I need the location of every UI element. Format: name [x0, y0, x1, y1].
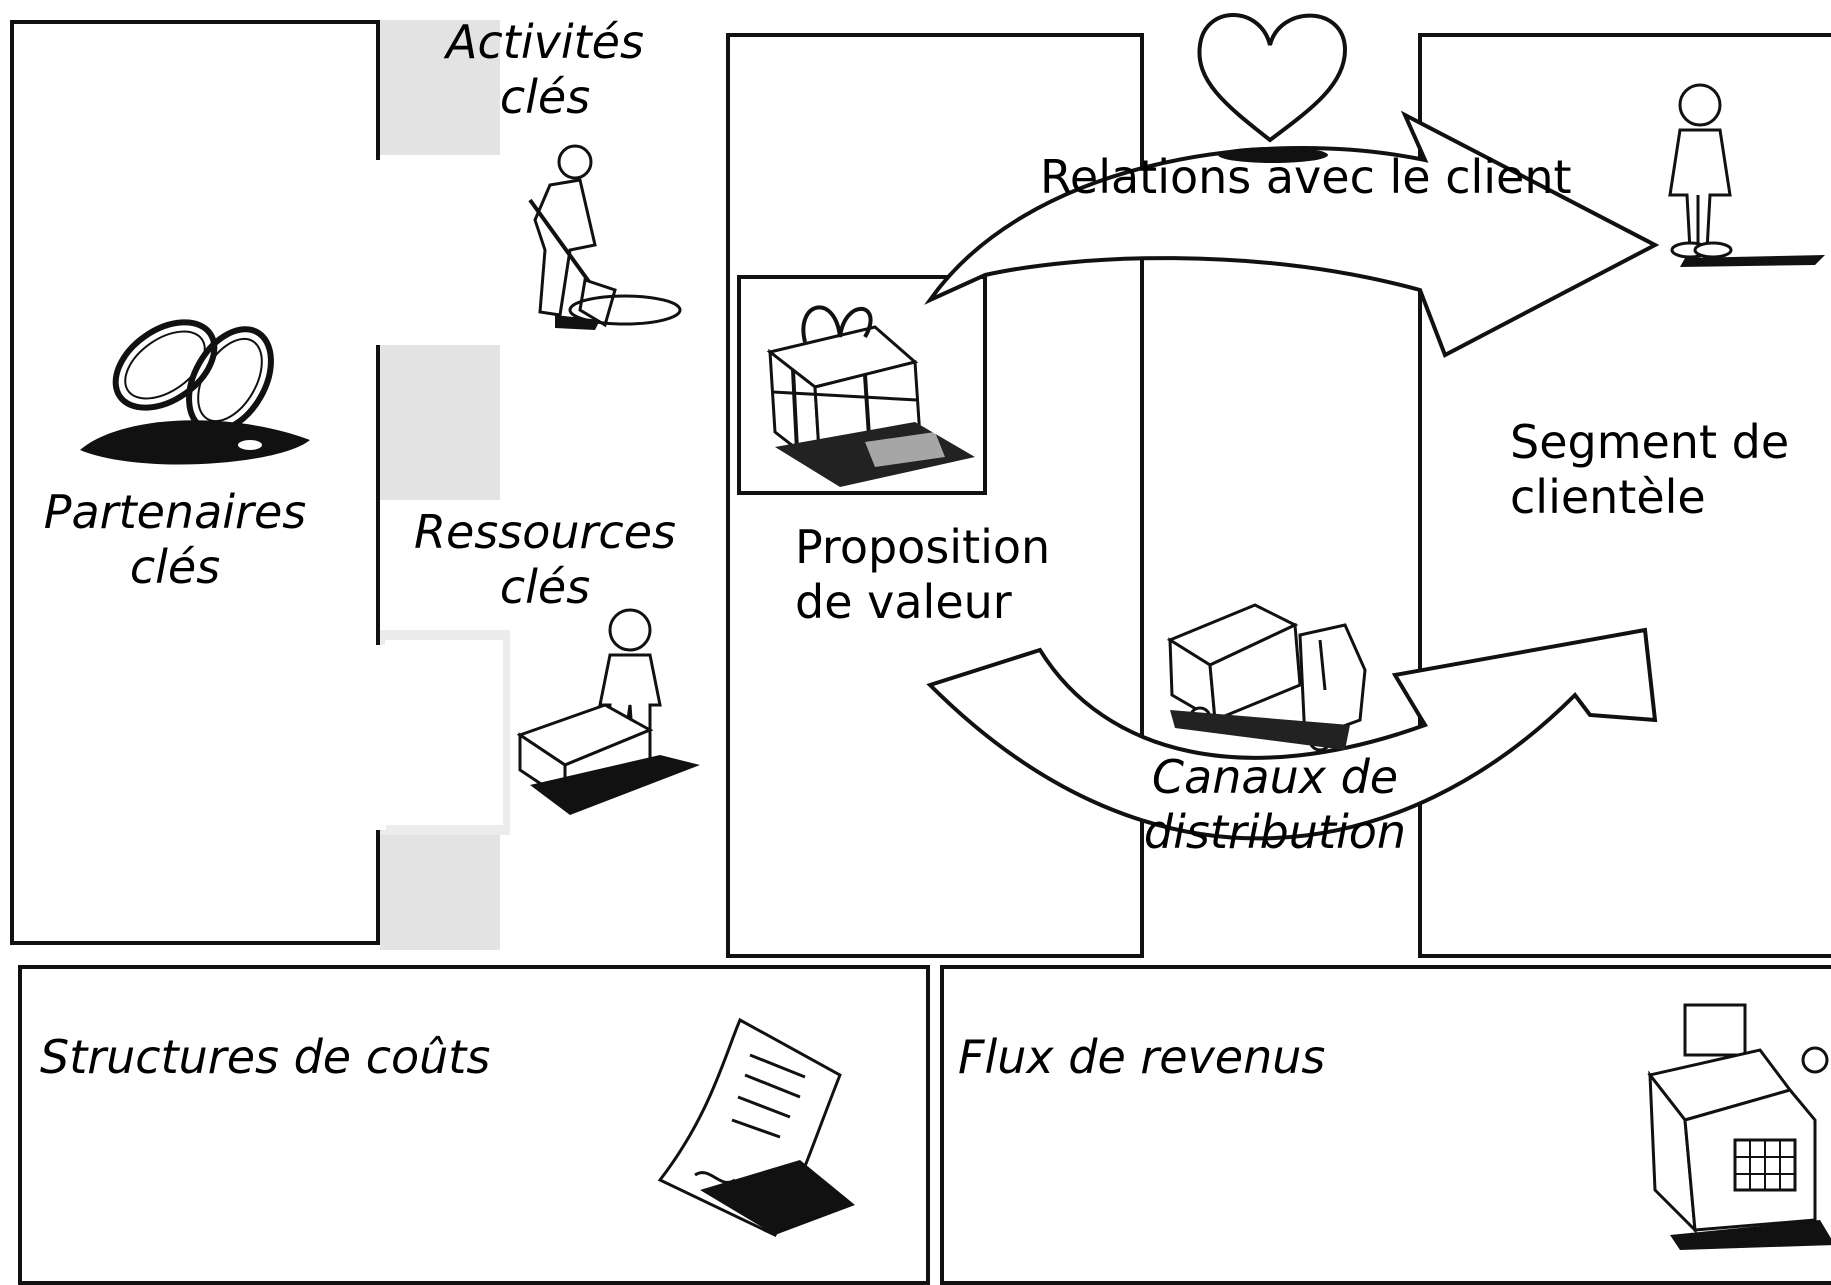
value-proposition-label: Proposition de valeur: [795, 520, 1051, 630]
standing-person-icon: [1668, 83, 1825, 267]
key-resources-label: Ressources clés: [414, 505, 676, 605]
gift-icon: [766, 305, 975, 487]
relations-arrow: [924, 110, 1660, 358]
activities-panel-cut-top: [378, 155, 500, 345]
revenue-streams-label: Flux de revenus: [958, 1030, 1326, 1084]
receipt-icon: [657, 1017, 855, 1237]
activities-panel-cut-bottom: [378, 500, 500, 645]
digging-person-icon: [528, 144, 682, 330]
value-proposition-box: [726, 33, 1144, 958]
customer-relationships-label: Relations avec le client: [1040, 150, 1572, 204]
key-partners-box: [10, 20, 380, 945]
customer-segments-label: Segment de clientèle: [1510, 415, 1790, 525]
key-partners-label: Partenaires clés: [43, 485, 307, 595]
truck-icon: [1166, 603, 1367, 752]
canaux-arrow: [926, 627, 1658, 841]
worker-bench-icon: [516, 608, 700, 815]
key-partners-notch-1: [372, 160, 386, 345]
key-partners-notch-2: [372, 645, 386, 830]
channels-label: Canaux de distribution: [1143, 750, 1407, 860]
resources-frame-inner: [385, 640, 503, 825]
key-activities-label: Activités clés: [446, 15, 644, 125]
cash-register-icon: [1647, 1003, 1831, 1250]
heart-icon: [1197, 13, 1348, 163]
cost-structure-label: Structures de coûts: [40, 1030, 491, 1084]
rings-icon: [80, 319, 310, 465]
